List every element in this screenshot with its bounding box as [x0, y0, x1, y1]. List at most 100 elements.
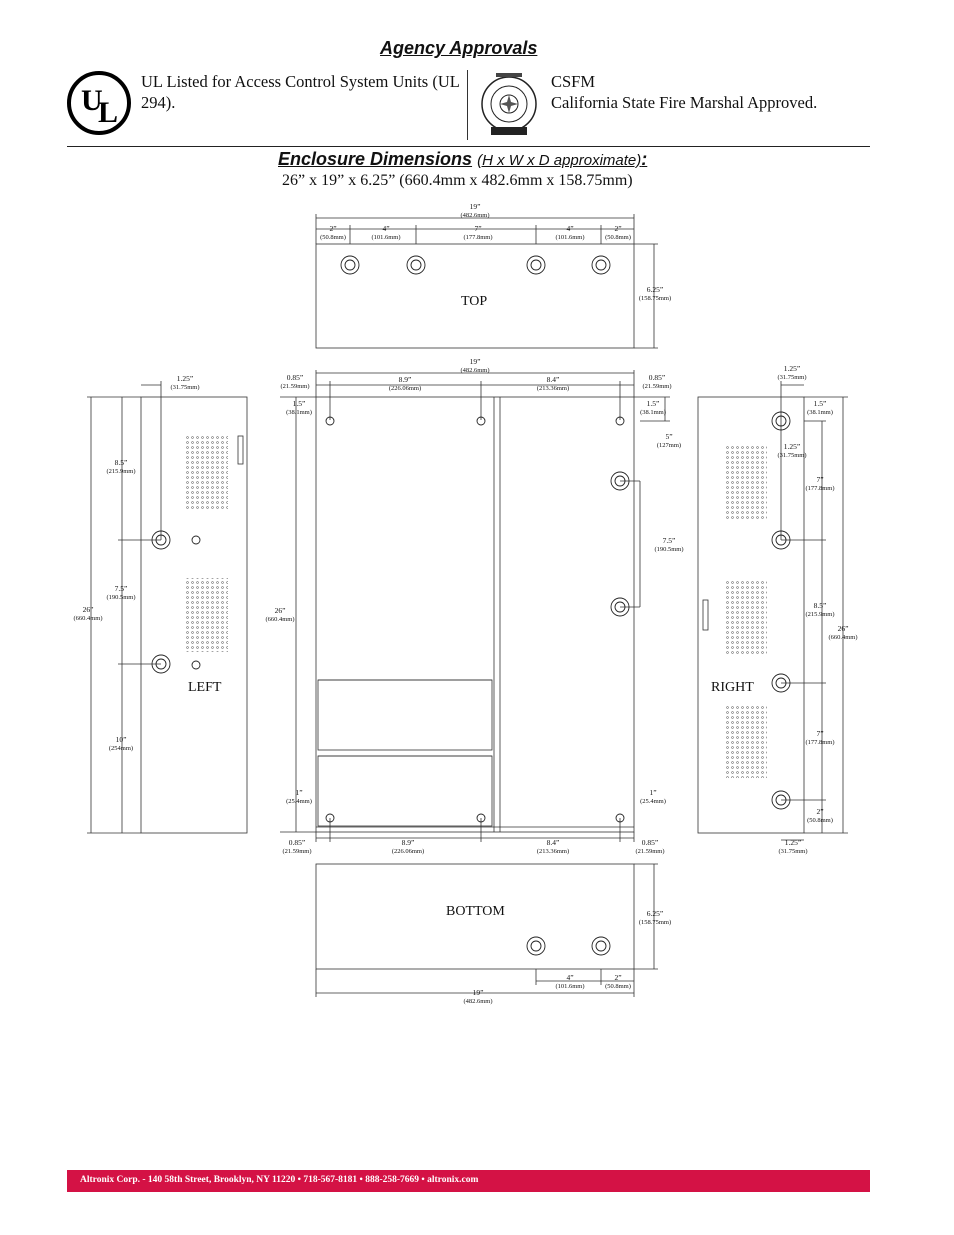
- svg-text:0.85”: 0.85”: [287, 373, 303, 382]
- footer-contact-text: Altronix Corp. - 140 58th Street, Brookl…: [80, 1175, 479, 1185]
- left-view-outline: [140, 396, 248, 834]
- svg-text:7.5”: 7.5”: [115, 584, 128, 593]
- svg-text:(21.59mm): (21.59mm): [280, 383, 309, 390]
- svg-text:1.25”: 1.25”: [177, 374, 193, 383]
- svg-text:(21.59mm): (21.59mm): [282, 848, 311, 855]
- left-vent-upper: [186, 436, 228, 510]
- front-view-outline: [315, 396, 635, 833]
- svg-text:(215.9mm): (215.9mm): [805, 611, 834, 618]
- svg-text:5”: 5”: [665, 432, 672, 441]
- svg-text:(31.75mm): (31.75mm): [170, 384, 199, 391]
- svg-text:1”: 1”: [295, 788, 302, 797]
- svg-text:(213.36mm): (213.36mm): [537, 848, 569, 855]
- right-view-outline: [697, 396, 805, 834]
- svg-text:1”: 1”: [649, 788, 656, 797]
- svg-text:(31.75mm): (31.75mm): [777, 452, 806, 459]
- knockout-holes: [151, 255, 791, 956]
- svg-text:(213.36mm): (213.36mm): [537, 385, 569, 392]
- svg-text:6.25”: 6.25”: [647, 909, 663, 918]
- svg-text:8.9”: 8.9”: [399, 375, 412, 384]
- svg-text:(50.8mm): (50.8mm): [605, 983, 631, 990]
- svg-text:(215.9mm): (215.9mm): [106, 468, 135, 475]
- svg-text:(482.6mm): (482.6mm): [463, 998, 492, 1005]
- left-vent-lower: [186, 578, 228, 652]
- svg-text:1.5”: 1.5”: [293, 399, 306, 408]
- svg-text:(177.8mm): (177.8mm): [463, 234, 492, 241]
- approvals-divider: [467, 70, 468, 140]
- enclosure-heading-title: Enclosure Dimensions: [278, 149, 473, 169]
- svg-text:6.25”: 6.25”: [647, 285, 663, 294]
- svg-text:4”: 4”: [566, 973, 573, 982]
- ul-listing-text: UL Listed for Access Control System Unit…: [141, 72, 460, 112]
- svg-text:L: L: [98, 96, 118, 129]
- svg-text:(482.6mm): (482.6mm): [460, 212, 489, 219]
- svg-text:(50.8mm): (50.8mm): [807, 817, 833, 824]
- svg-text:(25.4mm): (25.4mm): [640, 798, 666, 805]
- svg-text:7”: 7”: [816, 729, 823, 738]
- svg-text:1.25”: 1.25”: [784, 364, 800, 373]
- svg-text:19”: 19”: [470, 357, 481, 366]
- svg-text:(482.6mm): (482.6mm): [460, 367, 489, 374]
- right-view-label: RIGHT: [711, 680, 754, 695]
- csfm-description: California State Fire Marshal Approved.: [551, 93, 818, 112]
- svg-text:1.5”: 1.5”: [647, 399, 660, 408]
- right-vent-lower: [725, 704, 767, 778]
- svg-text:1.5”: 1.5”: [814, 399, 827, 408]
- svg-text:2”: 2”: [329, 224, 336, 233]
- svg-text:U: U: [81, 84, 103, 117]
- svg-text:(660.4mm): (660.4mm): [265, 616, 294, 623]
- svg-text:8.9”: 8.9”: [402, 838, 415, 847]
- svg-text:(38.1mm): (38.1mm): [286, 409, 312, 416]
- svg-text:7”: 7”: [474, 224, 481, 233]
- svg-text:(21.59mm): (21.59mm): [642, 383, 671, 390]
- svg-text:(101.6mm): (101.6mm): [555, 234, 584, 241]
- right-vent-middle: [725, 580, 767, 654]
- svg-text:(177.8mm): (177.8mm): [805, 739, 834, 746]
- svg-text:1.25”: 1.25”: [785, 838, 801, 847]
- enclosure-heading-colon: :: [641, 149, 648, 169]
- svg-text:(31.75mm): (31.75mm): [778, 848, 807, 855]
- svg-text:26”: 26”: [83, 605, 94, 614]
- enclosure-dimensions-heading: Enclosure Dimensions (H x W x D approxim…: [278, 149, 647, 170]
- svg-text:(254mm): (254mm): [109, 745, 133, 752]
- svg-text:8.5”: 8.5”: [814, 601, 827, 610]
- csfm-seal-icon: [481, 73, 537, 135]
- footer-bar: Altronix Corp. - 140 58th Street, Brookl…: [67, 1170, 870, 1192]
- svg-text:(25.4mm): (25.4mm): [286, 798, 312, 805]
- ul-logo: U L: [67, 71, 131, 135]
- bottom-view-label: BOTTOM: [446, 904, 505, 919]
- svg-text:2”: 2”: [614, 973, 621, 982]
- svg-text:(31.75mm): (31.75mm): [777, 374, 806, 381]
- enclosure-heading-sub: (H x W x D approximate): [477, 152, 642, 169]
- svg-text:0.85”: 0.85”: [289, 838, 305, 847]
- svg-text:(101.6mm): (101.6mm): [555, 983, 584, 990]
- top-view-label: TOP: [461, 294, 488, 309]
- svg-text:10”: 10”: [116, 735, 127, 744]
- svg-text:8.5”: 8.5”: [115, 458, 128, 467]
- svg-text:8.4”: 8.4”: [547, 838, 560, 847]
- svg-text:(660.4mm): (660.4mm): [73, 615, 102, 622]
- bottom-view-outline: [315, 863, 635, 970]
- svg-text:(158.75mm): (158.75mm): [639, 919, 671, 926]
- svg-text:26”: 26”: [275, 606, 286, 615]
- top-view-outline: [315, 243, 635, 349]
- svg-text:2”: 2”: [614, 224, 621, 233]
- svg-text:(38.1mm): (38.1mm): [807, 409, 833, 416]
- svg-text:(38.1mm): (38.1mm): [640, 409, 666, 416]
- csfm-title: CSFM: [551, 72, 596, 91]
- svg-text:26”: 26”: [838, 624, 849, 633]
- svg-text:(158.75mm): (158.75mm): [639, 295, 671, 302]
- svg-text:(127mm): (127mm): [657, 442, 681, 449]
- svg-text:(226.06mm): (226.06mm): [392, 848, 424, 855]
- svg-text:0.85”: 0.85”: [642, 838, 658, 847]
- right-vent-upper: [725, 446, 767, 520]
- svg-text:(190.5mm): (190.5mm): [654, 546, 683, 553]
- left-view-label: LEFT: [188, 680, 222, 695]
- svg-text:7.5”: 7.5”: [663, 536, 676, 545]
- svg-text:(101.6mm): (101.6mm): [371, 234, 400, 241]
- svg-text:7”: 7”: [816, 475, 823, 484]
- csfm-approval: CSFM California State Fire Marshal Appro…: [551, 71, 871, 113]
- svg-text:(50.8mm): (50.8mm): [320, 234, 346, 241]
- svg-text:(21.59mm): (21.59mm): [635, 848, 664, 855]
